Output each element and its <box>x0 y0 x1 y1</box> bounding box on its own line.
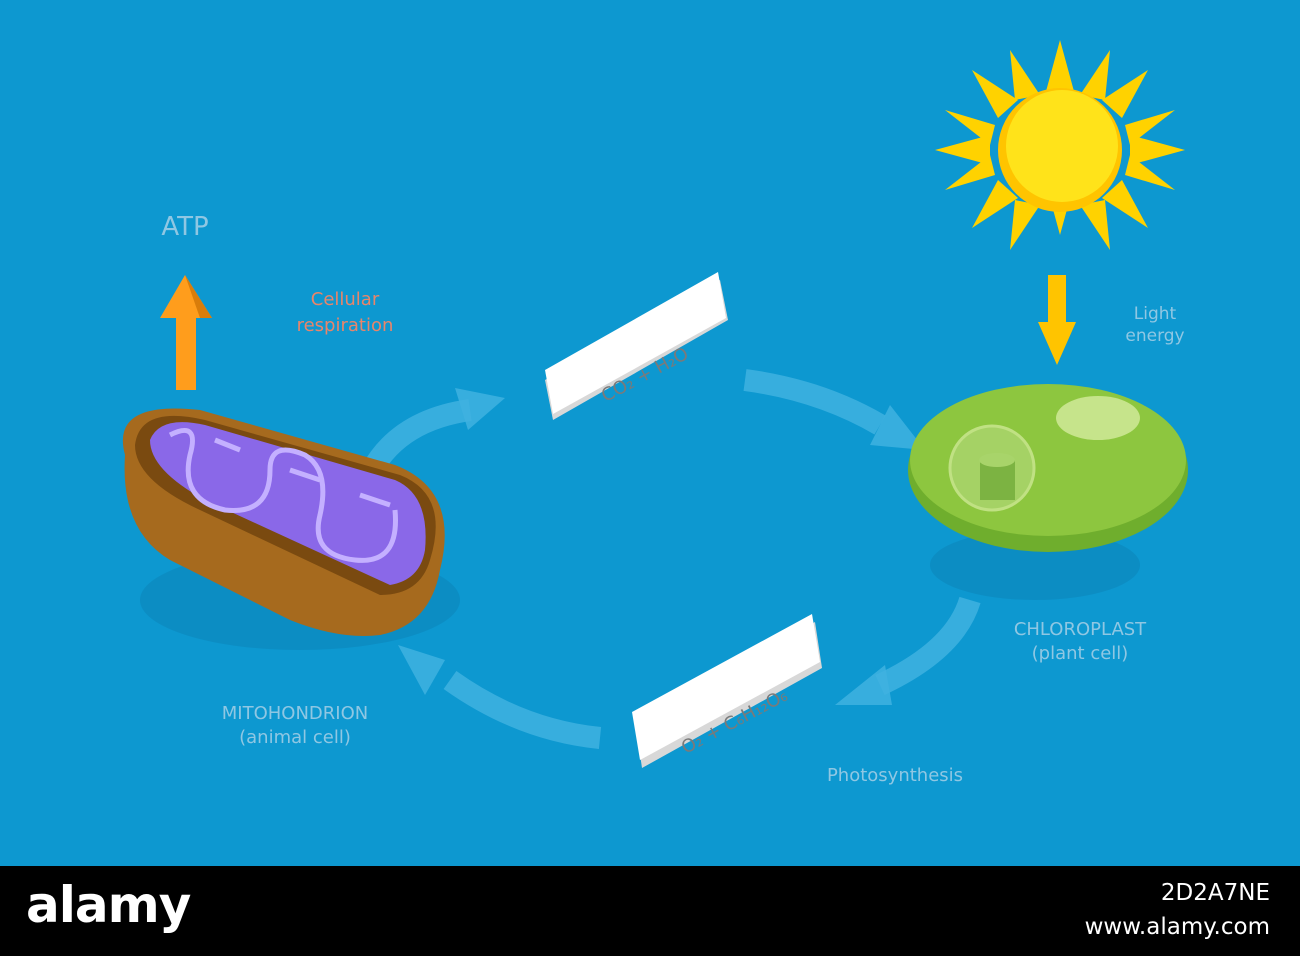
cellular-respiration-line2: respiration <box>296 315 394 336</box>
light-energy-line1: Light <box>1133 304 1177 324</box>
mitochondrion-line2: (animal cell) <box>239 727 351 748</box>
cellular-respiration-line1: Cellular <box>310 289 380 310</box>
mitochondrion-label: MITOHONDRION (animal cell) <box>195 702 395 750</box>
cycle-arrowhead-bottom-left <box>398 645 445 695</box>
mitochondrion <box>122 408 460 650</box>
atp-arrow <box>160 275 212 390</box>
cycle-arrow-top-right <box>743 369 886 435</box>
sun <box>935 40 1185 250</box>
stock-logo: alamy <box>26 876 191 934</box>
card-co2-h2o: CO₂ + H₂O <box>545 272 728 420</box>
stock-image-id: 2D2A7NE <box>1160 880 1270 906</box>
light-energy-line2: energy <box>1125 326 1185 346</box>
cycle-arrowhead-top-right <box>870 405 925 450</box>
diagram-svg: CO₂ + H₂O O₂ + C₆H₁₂O₆ <box>122 40 1188 768</box>
chloroplast <box>908 384 1188 600</box>
photosynthesis-label: Photosynthesis <box>826 765 964 786</box>
mitochondrion-line1: MITOHONDRION <box>221 703 369 724</box>
cycle-arrow-bottom-left <box>443 671 602 749</box>
cycle-arrowhead-top-left <box>455 388 505 430</box>
cycle-arrow-bottom-right <box>875 596 981 695</box>
chloroplast-label: CHLOROPLAST (plant cell) <box>980 618 1180 666</box>
stock-url: www.alamy.com <box>1084 914 1270 940</box>
diagram-canvas: CO₂ + H₂O O₂ + C₆H₁₂O₆ ATP Cellular resp… <box>0 0 1300 866</box>
card-o2-glucose: O₂ + C₆H₁₂O₆ <box>632 614 822 768</box>
cycle-arrow-top-left <box>362 399 472 476</box>
light-energy-label: Light energy <box>1100 303 1210 347</box>
chloroplast-line1: CHLOROPLAST <box>1013 619 1147 640</box>
atp-label: ATP <box>161 212 209 242</box>
cycle-arrowhead-bottom-right <box>835 665 892 705</box>
stock-footer: alamy 2D2A7NE www.alamy.com <box>0 866 1300 956</box>
light-energy-arrow <box>1038 275 1076 365</box>
chloroplast-line2: (plant cell) <box>1031 643 1129 664</box>
cellular-respiration-label: Cellular respiration <box>270 287 420 339</box>
